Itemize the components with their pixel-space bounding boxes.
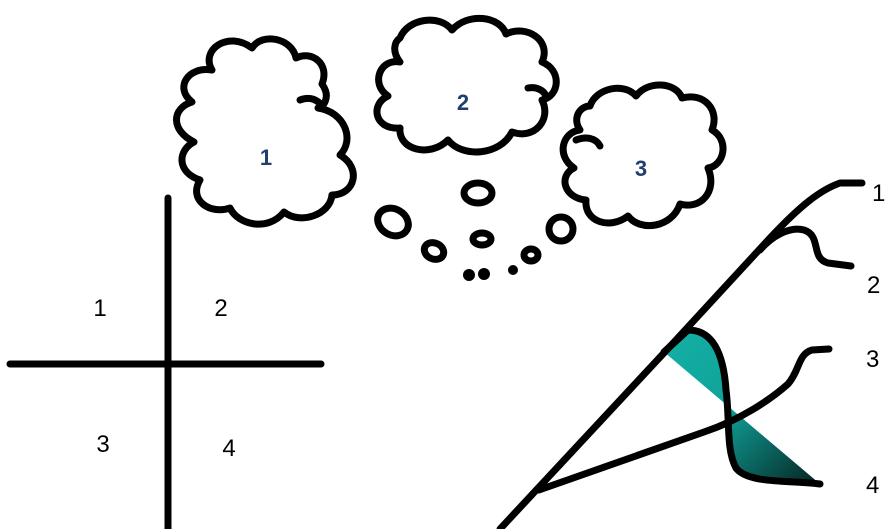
quadrant-1-label: 1: [93, 295, 106, 322]
cloud-2-label: 2: [457, 90, 469, 115]
line-1-label: 1: [872, 180, 885, 207]
thought-cloud-3-icon: 3: [563, 85, 723, 226]
quadrant-2-label: 2: [214, 295, 227, 322]
thought-bubble-icon: [463, 269, 475, 281]
cloud-1-label: 1: [260, 145, 272, 170]
thought-bubble-icon: [464, 183, 492, 203]
teal-wedge-shape: [664, 330, 820, 484]
thought-cloud-1-icon: 1: [177, 39, 354, 224]
quadrant-cross-icon: 1 2 3 4: [10, 198, 321, 529]
thought-bubble-icon: [549, 217, 573, 241]
cloud-3-label: 3: [635, 156, 647, 181]
quadrant-4-label: 4: [222, 435, 235, 462]
thought-bubble-icon: [508, 265, 518, 275]
thought-bubble-icon: [524, 249, 538, 261]
thought-bubble-icon: [373, 203, 414, 242]
thought-bubble-icon: [422, 240, 447, 263]
line-4-label: 4: [866, 472, 879, 499]
branch-line-2: [760, 229, 851, 266]
line-3-label: 3: [866, 346, 879, 373]
line-2-label: 2: [867, 272, 880, 299]
thought-cloud-2-icon: 2: [377, 18, 556, 152]
thought-bubble-icon: [473, 233, 491, 245]
thought-bubble-icon: [478, 268, 490, 280]
thought-bubbles: [373, 183, 573, 281]
quadrant-3-label: 3: [96, 431, 109, 458]
